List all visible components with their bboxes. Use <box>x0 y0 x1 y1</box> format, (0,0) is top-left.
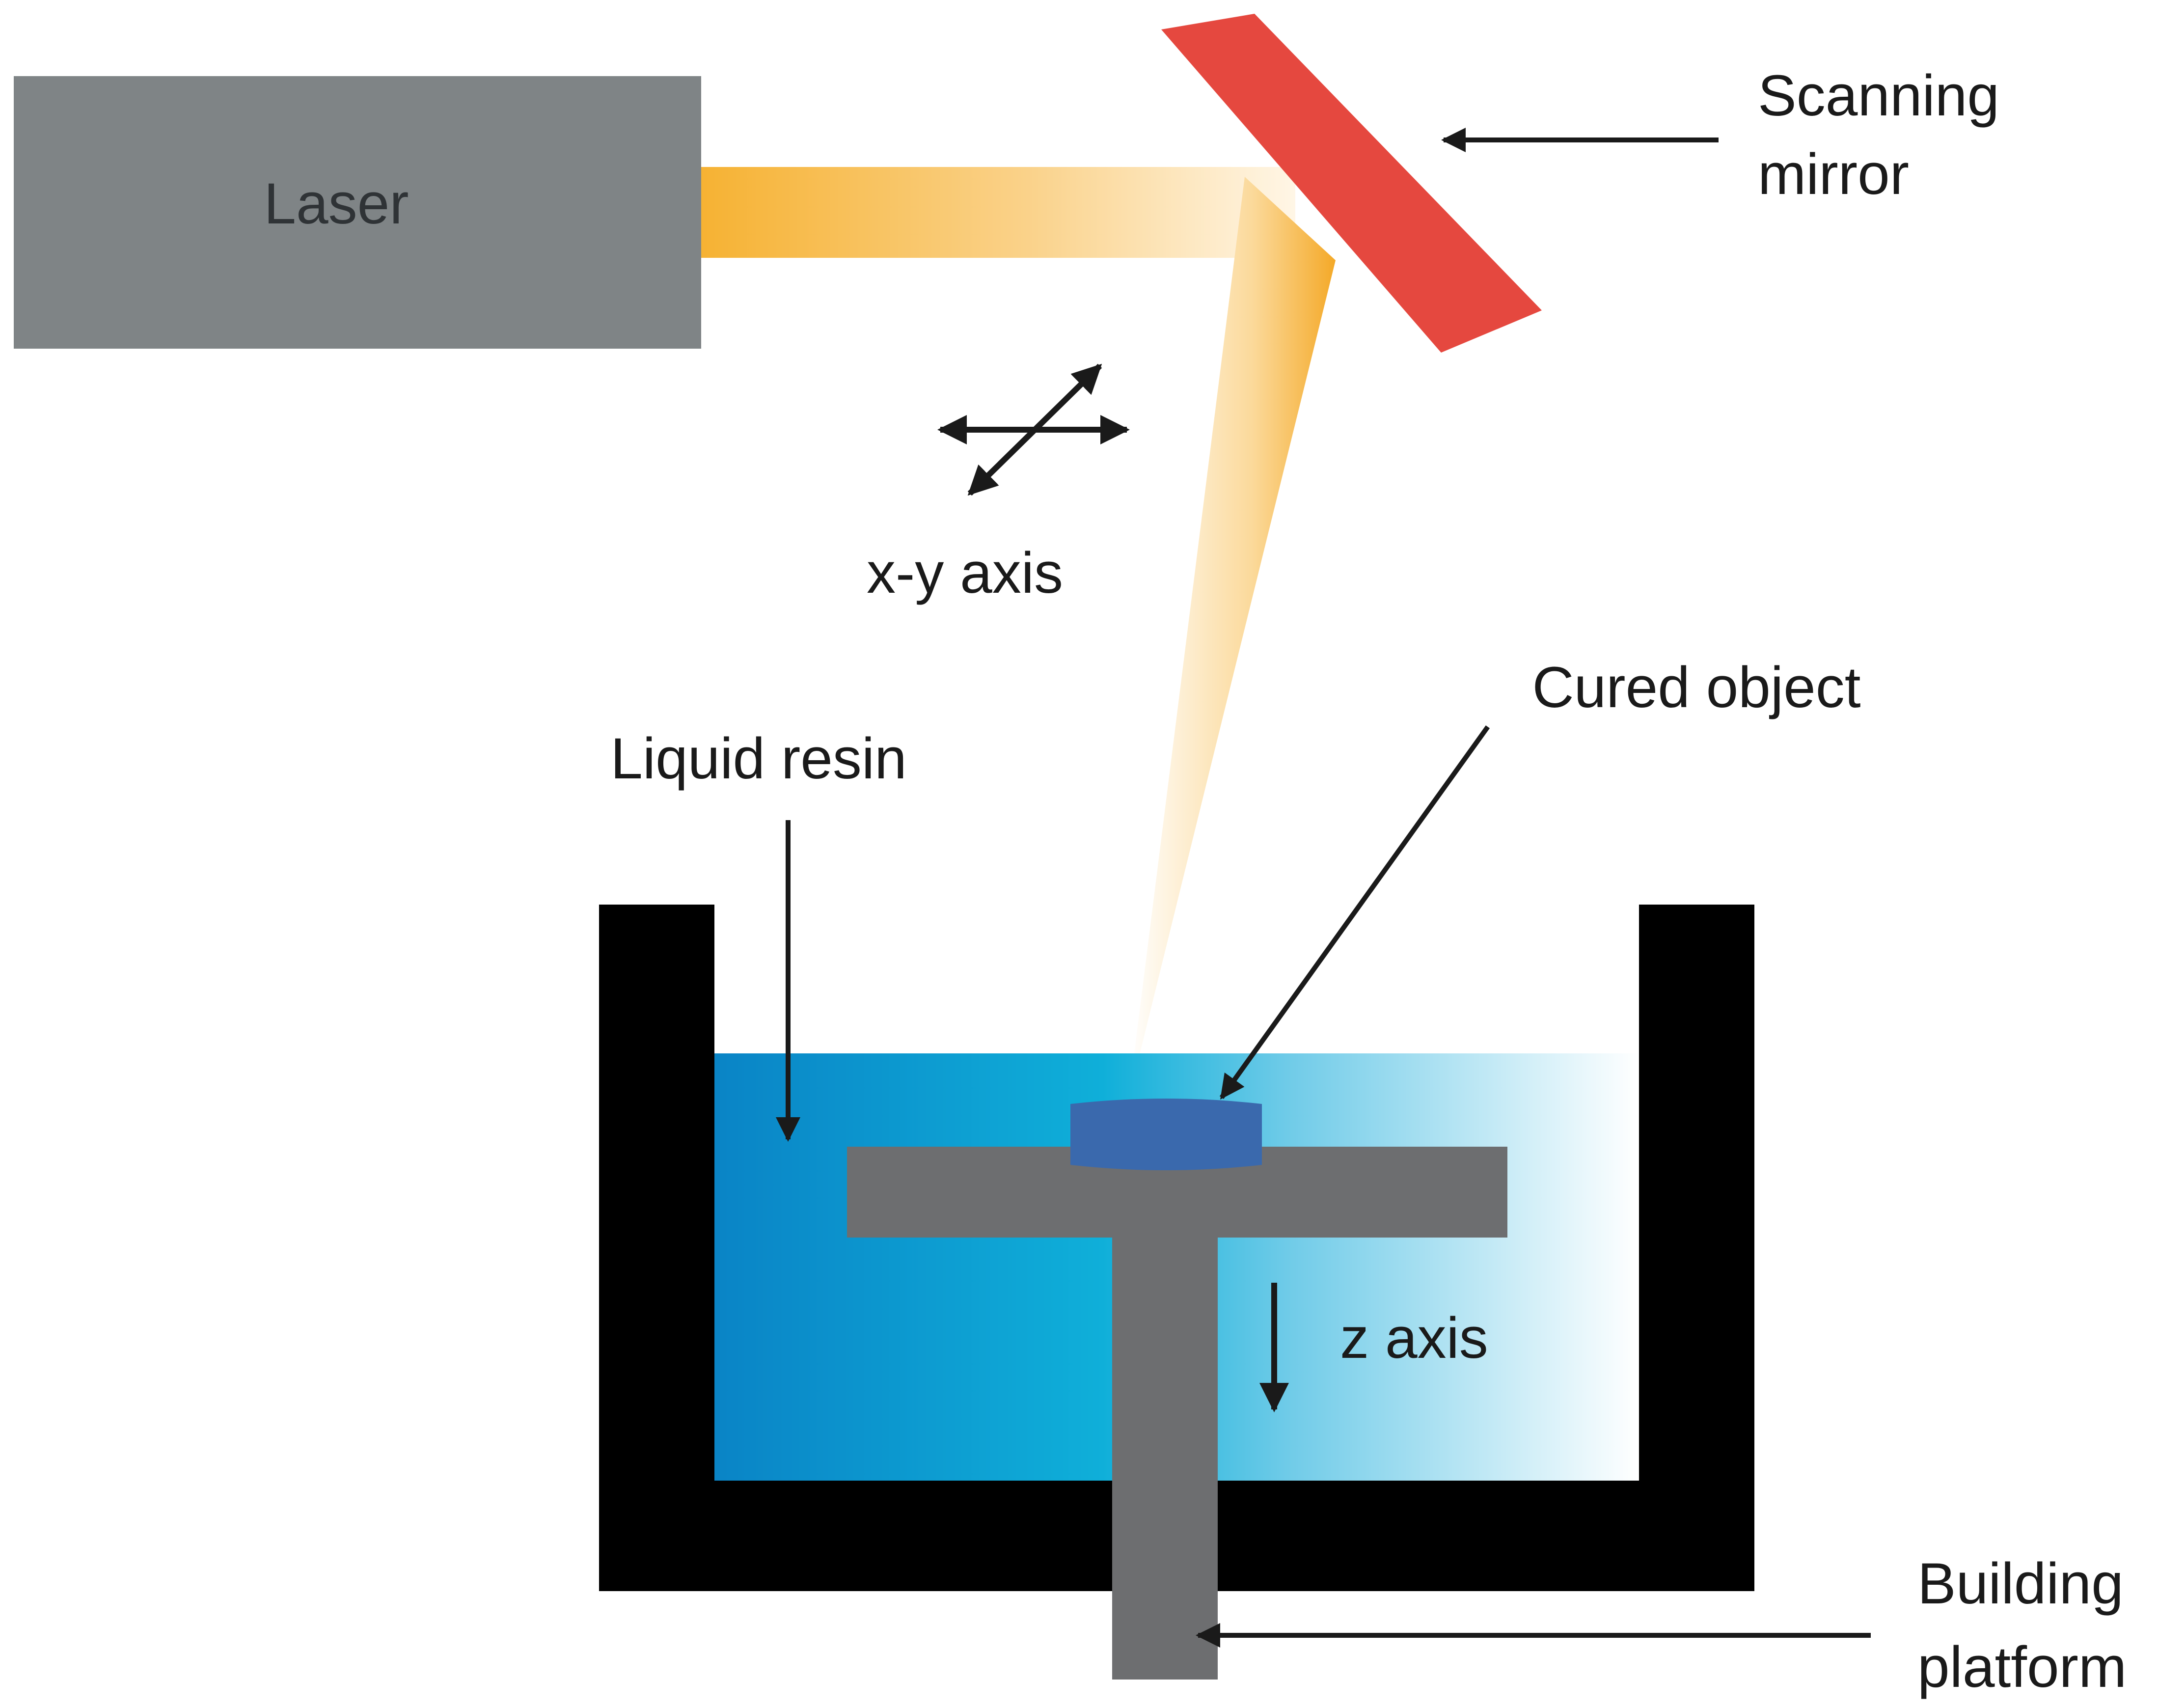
y-axis-double-arrow <box>967 363 1102 496</box>
cured-object <box>1070 1099 1262 1170</box>
building-platform-label-line1: Building <box>1917 1551 2124 1616</box>
scanning-mirror-label-line1: Scanning <box>1758 63 1999 128</box>
scanning-mirror-label: Scanning mirror <box>1758 63 2016 207</box>
laser-body <box>14 76 701 349</box>
building-platform-label-line2: platform <box>1917 1635 2127 1700</box>
xy-axis-label: x-y axis <box>867 541 1063 606</box>
scanning-mirror-label-line2: mirror <box>1758 142 1909 207</box>
cured-object-pointer-arrow <box>1219 725 1490 1100</box>
cured-object-label: Cured object <box>1532 655 1860 720</box>
diagonal-laser-beam <box>1128 177 1336 1100</box>
building-platform-label: Building platform <box>1917 1551 2140 1700</box>
resin-vat <box>599 905 1754 1591</box>
z-axis-label: z axis <box>1340 1306 1488 1371</box>
scanning-mirror <box>1161 14 1542 353</box>
laser-label: Laser <box>264 171 409 236</box>
liquid-resin-label: Liquid resin <box>610 726 906 791</box>
horizontal-laser-beam <box>701 167 1295 258</box>
building-platform-stem <box>1112 1238 1218 1680</box>
